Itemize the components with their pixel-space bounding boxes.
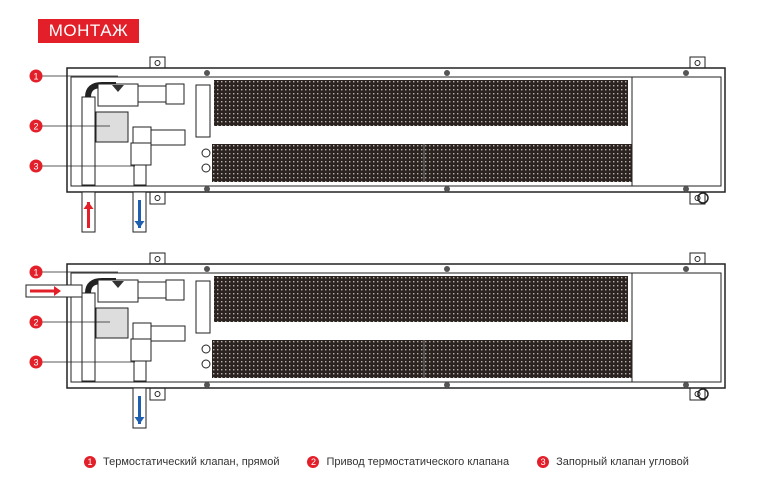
union-nut <box>165 279 185 301</box>
mounting-hole <box>154 60 161 66</box>
exchanger-manifold <box>195 84 211 138</box>
bolt <box>204 70 210 76</box>
callout-badge <box>29 315 43 329</box>
bolt <box>683 186 689 192</box>
valve-indicator <box>112 281 124 288</box>
supply-pipe <box>81 96 96 186</box>
supply-pipe <box>81 292 96 382</box>
mounting-tab <box>149 387 166 401</box>
mounting-tab <box>149 56 166 70</box>
shutoff-valve-body <box>130 338 152 362</box>
return-pipe <box>133 360 147 382</box>
callout-number: 2 <box>33 122 38 132</box>
callout-badge <box>29 355 43 369</box>
bolt <box>204 266 210 272</box>
bolt <box>444 266 450 272</box>
legend-label: Привод термостатического клапана <box>326 456 510 468</box>
shutoff-valve-head <box>132 126 152 144</box>
shutoff-valve-head <box>132 322 152 340</box>
mounting-hole <box>694 195 701 201</box>
bolt <box>444 186 450 192</box>
mounting-tab <box>689 252 706 266</box>
bolt <box>444 382 450 388</box>
bolt <box>204 186 210 192</box>
bolt <box>683 382 689 388</box>
supply-arrow-head <box>83 202 94 209</box>
valve-connector <box>150 325 186 342</box>
heat-exchanger-top <box>214 80 628 126</box>
bolt <box>204 382 210 388</box>
convector-diagram-bottom-connection: 1 2 3 <box>29 56 726 233</box>
heat-exchanger-top <box>214 276 628 322</box>
return-arrow-head <box>134 221 145 228</box>
thermostatic-actuator <box>95 111 129 143</box>
callout-badge <box>29 119 43 133</box>
callout-badge: 1 <box>84 456 96 468</box>
return-arrow-head <box>134 417 145 424</box>
return-pipe <box>133 164 147 186</box>
bolt <box>444 70 450 76</box>
callout-badge: 3 <box>537 456 550 468</box>
union-nut <box>165 83 185 105</box>
callout-number: 3 <box>33 358 38 368</box>
mounting-hole <box>694 256 701 262</box>
callout-badge: 2 <box>307 456 320 468</box>
fitting <box>201 344 211 354</box>
legend-label: Термостатический клапан, прямой <box>103 456 280 468</box>
installation-diagram: 1 2 3 1 2 3 <box>25 56 726 429</box>
legend-item: 3 Запорный клапан угловой <box>537 456 689 468</box>
mounting-hole <box>694 60 701 66</box>
legend-item: 1 Термостатический клапан, прямой <box>84 456 279 468</box>
convector-inner-frame <box>70 76 722 187</box>
valve-connector <box>137 85 167 103</box>
fixing-nut <box>697 388 709 400</box>
callout-badge <box>29 69 43 83</box>
mounting-tab <box>149 191 166 205</box>
legend-label: Запорный клапан угловой <box>556 456 689 468</box>
fitting <box>201 148 211 158</box>
shutoff-valve-body <box>130 142 152 166</box>
convector-inner-frame <box>70 272 722 383</box>
fitting <box>201 359 211 369</box>
valve-indicator <box>112 85 124 92</box>
heat-exchanger-bottom <box>212 340 632 378</box>
exchanger-manifold <box>195 280 211 334</box>
heat-exchanger-bottom <box>212 144 632 182</box>
legend: 1 Термостатический клапан, прямой 2 Прив… <box>84 456 689 468</box>
mounting-tab <box>689 56 706 70</box>
legend-item: 2 Привод термостатического клапана <box>307 456 509 468</box>
mounting-tab <box>149 252 166 266</box>
mounting-hole <box>694 391 701 397</box>
callout-badge <box>29 265 43 279</box>
fixing-nut <box>697 192 709 204</box>
fitting <box>201 163 211 173</box>
callout-number: 2 <box>33 318 38 328</box>
mounting-hole <box>154 391 161 397</box>
valve-connector <box>137 281 167 299</box>
supply-arrow-head <box>54 286 61 296</box>
section-title: МОНТАЖ <box>38 19 139 43</box>
thermostatic-actuator <box>95 307 129 339</box>
valve-connector <box>150 129 186 146</box>
bolt <box>683 266 689 272</box>
callout-number: 1 <box>33 268 38 278</box>
callout-number: 1 <box>33 72 38 82</box>
callout-badge <box>29 159 43 173</box>
bolt <box>683 70 689 76</box>
callout-number: 3 <box>33 162 38 172</box>
mounting-hole <box>154 256 161 262</box>
convector-diagram-side-connection: 1 2 3 <box>25 252 726 429</box>
mounting-hole <box>154 195 161 201</box>
